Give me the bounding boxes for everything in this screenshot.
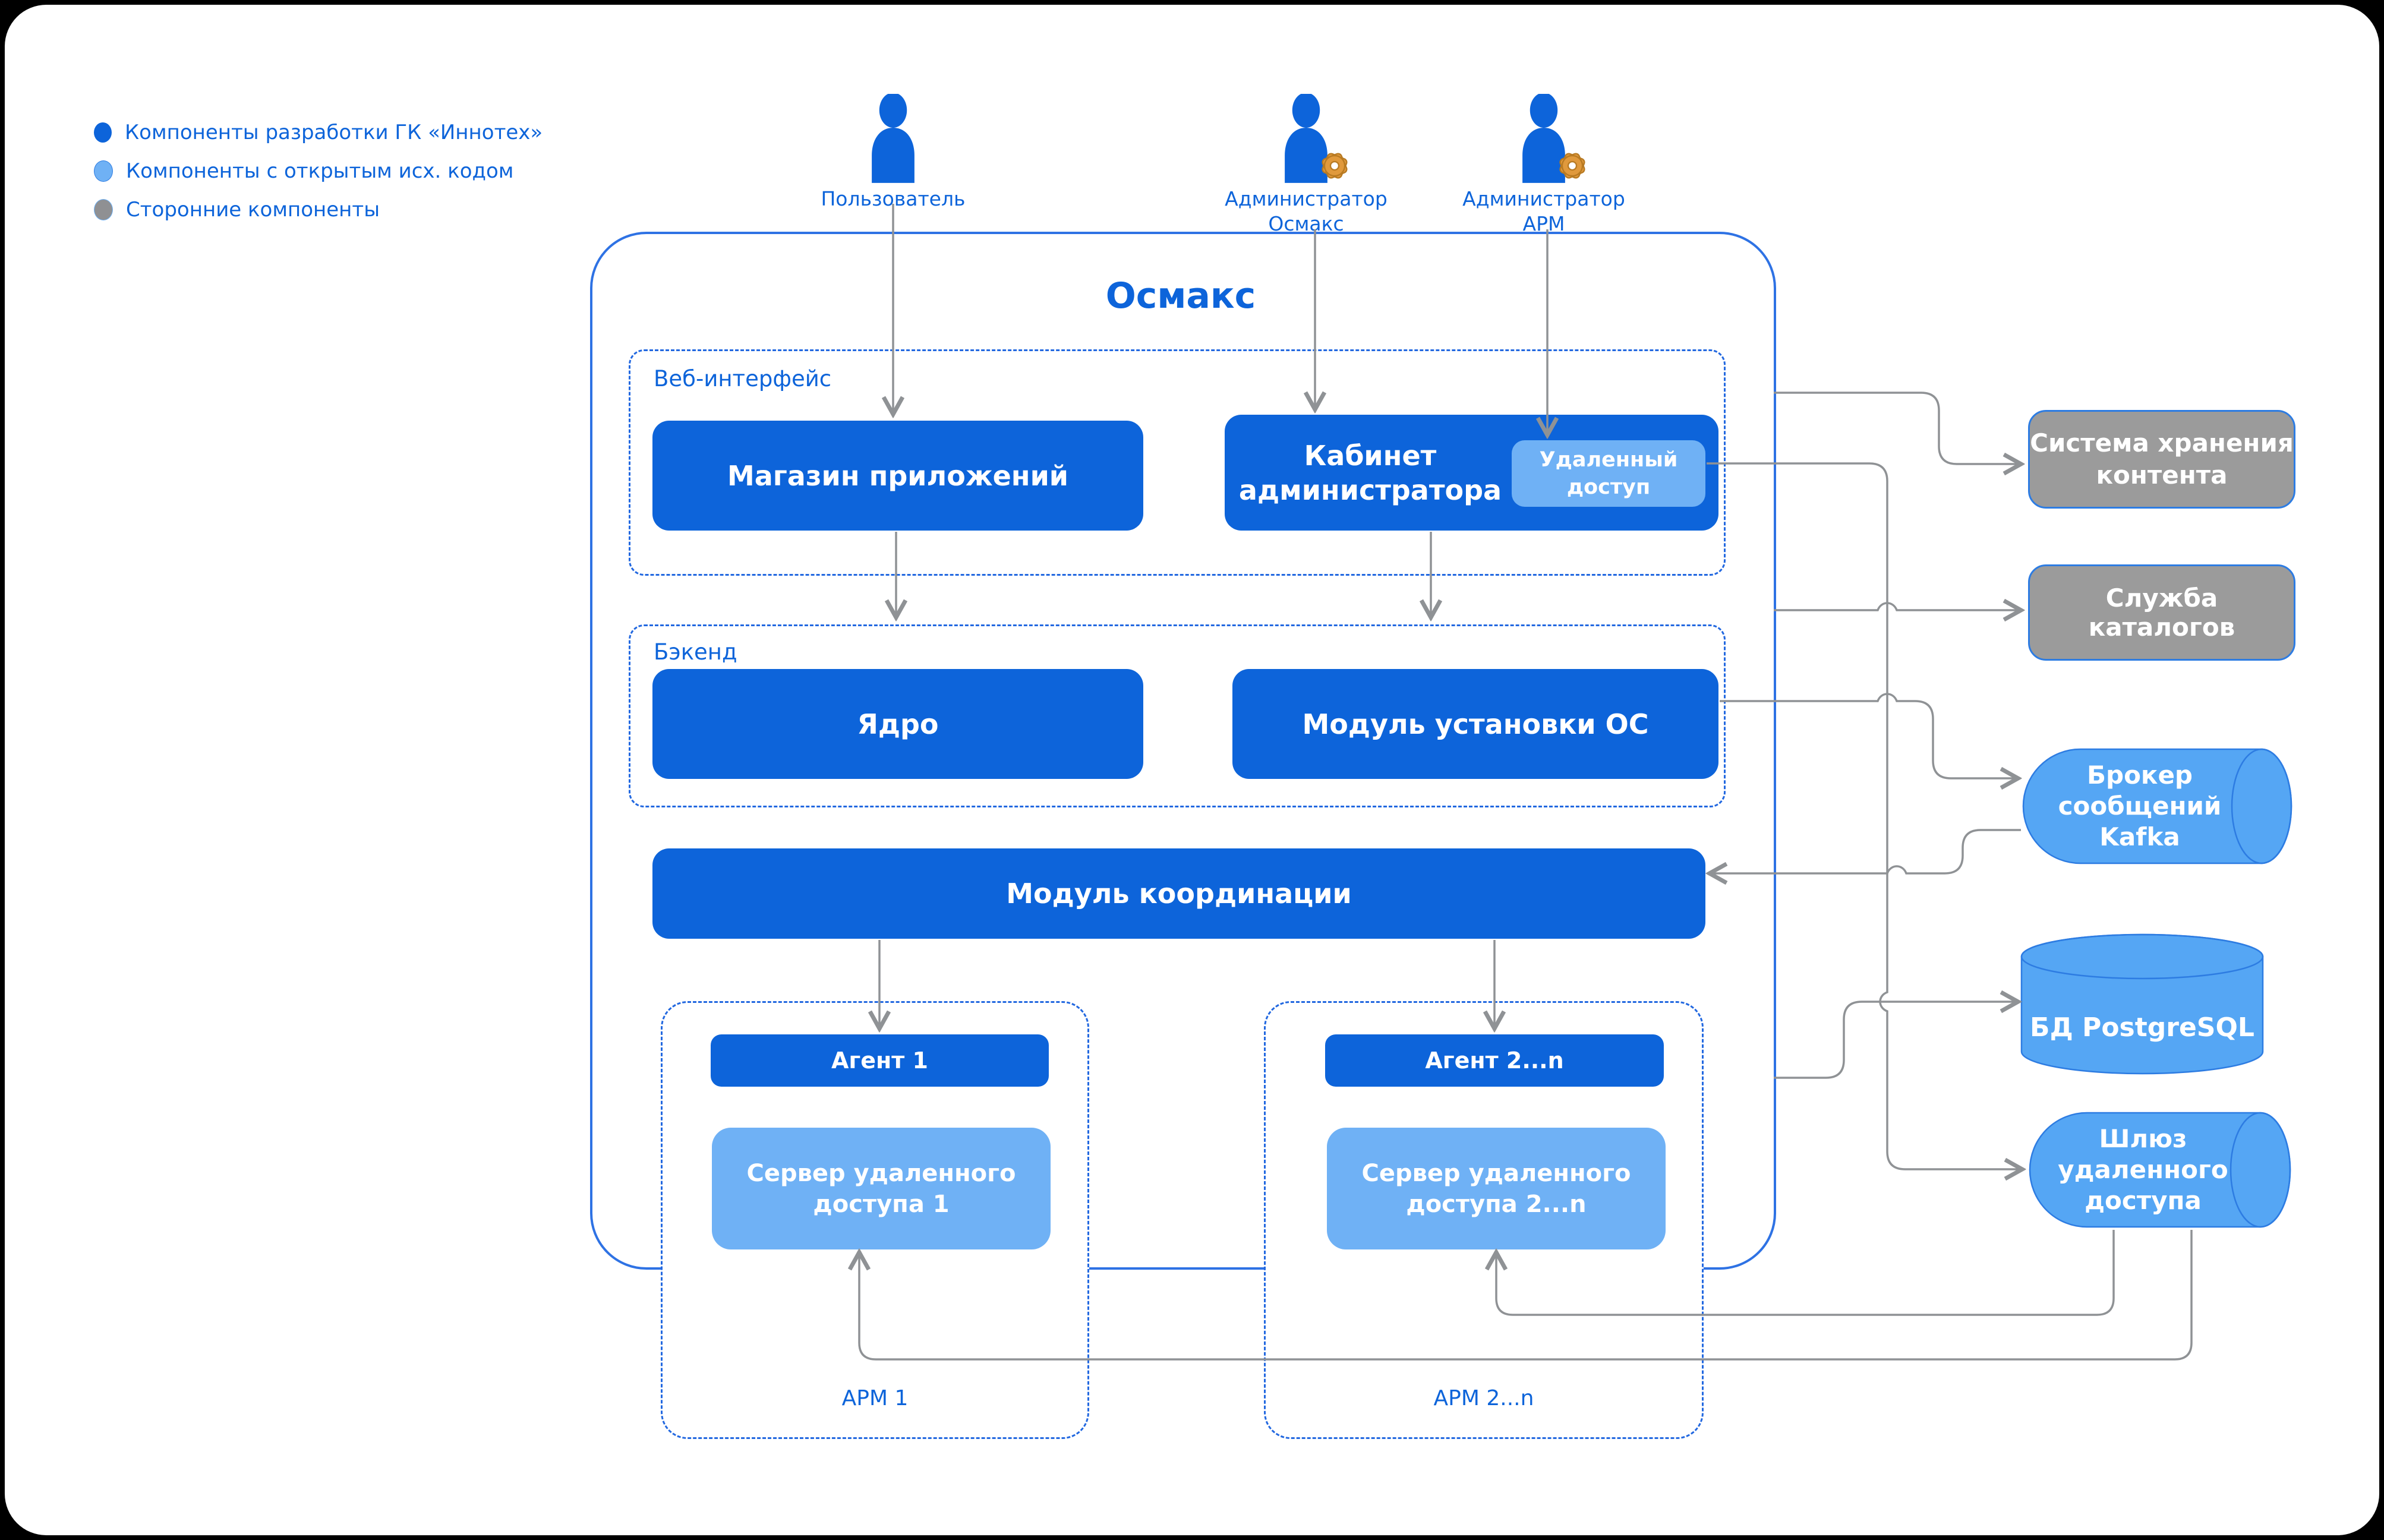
legend-item-open-source: Компоненты с открытым исх. кодом (94, 158, 513, 184)
admin-cabinet-label: Кабинет администратора (1225, 415, 1516, 531)
web-interface-zone-label: Веб-интерфейс (654, 366, 832, 392)
postgres-cylinder: БД PostgreSQL (2020, 932, 2265, 1075)
actor-admin-osmaks-label: Администратор Осмакс (1217, 187, 1395, 236)
label-line: Администратор (1225, 187, 1387, 210)
label-line: удаленного (2058, 1155, 2228, 1184)
agent1-label: Агент 1 (831, 1047, 928, 1074)
actor-admin-arm-label: Администратор АРМ (1455, 187, 1633, 236)
arm1-label: АРМ 1 (841, 1386, 909, 1410)
label-line: контента (2096, 460, 2228, 490)
label-line: доступа 1 (813, 1190, 950, 1218)
label-line: Удаленный (1539, 448, 1678, 472)
legend-label: Компоненты разработки ГК «Иннотех» (125, 121, 543, 144)
cylinder-shape (2029, 1112, 2291, 1228)
remote-server2-box: Сервер удаленного доступа 2...n (1327, 1128, 1666, 1249)
app-store-label: Магазин приложений (727, 459, 1069, 492)
user-icon (872, 92, 915, 183)
actor-admin-osmaks: Администратор Осмакс (1217, 92, 1395, 236)
arrow-osmaks-to-catalog-service (1774, 603, 2019, 610)
legend-dot-third-party-icon (94, 199, 113, 220)
gear-icon (1559, 153, 1585, 179)
agent2-label: Агент 2...n (1425, 1047, 1564, 1074)
catalog-service-label: Служба каталогов (2088, 583, 2235, 642)
diagram-canvas: Компоненты разработки ГК «Иннотех» Компо… (5, 5, 2379, 1535)
coordination-box: Модуль координации (652, 848, 1705, 939)
remote-server1-box: Сервер удаленного доступа 1 (712, 1128, 1051, 1249)
arrow-osmaks-to-content-storage (1774, 392, 2019, 464)
admin-icon (1522, 92, 1565, 183)
agent2-box: Агент 2...n (1325, 1034, 1664, 1087)
label-line: Администратор (1462, 187, 1625, 210)
cylinder-shape (2022, 748, 2292, 864)
postgres-label: БД PostgreSQL (2020, 932, 2265, 1099)
kafka-cylinder: Брокер сообщений Kafka (2021, 747, 2294, 865)
label-line: Сервер удаленного (1361, 1159, 1631, 1187)
content-storage-box: Система хранения контента (2028, 410, 2295, 509)
admin-icon (1285, 92, 1327, 183)
legend-label: Сторонние компоненты (126, 198, 380, 222)
os-install-label: Модуль установки ОС (1302, 708, 1649, 740)
label-line: доступа 2...n (1406, 1190, 1587, 1218)
legend-dot-innotech-icon (94, 122, 112, 143)
arm2-label: АРМ 2...n (1433, 1386, 1534, 1410)
actor-user-label: Пользователь (821, 187, 966, 210)
core-label: Ядро (857, 708, 939, 740)
label-line: Сервер удаленного (746, 1159, 1016, 1187)
catalog-service-box: Служба каталогов (2028, 564, 2295, 661)
label-line: доступа (2085, 1186, 2202, 1215)
backend-zone-label: Бэкенд (654, 639, 737, 665)
os-install-box: Модуль установки ОС (1232, 669, 1718, 779)
label-line: БД PostgreSQL (2030, 1012, 2254, 1043)
arrow-osmaks-to-postgres (1774, 1002, 2016, 1079)
label-line: Kafka (2099, 822, 2180, 851)
label-line: Брокер (2087, 760, 2193, 790)
legend-item-third-party: Сторонние компоненты (94, 197, 380, 223)
core-box: Ядро (652, 669, 1143, 779)
gear-icon (1322, 153, 1348, 179)
gateway-label: Шлюз удаленного доступа (2029, 1111, 2257, 1229)
coordination-label: Модуль координации (1006, 878, 1352, 910)
label-line: сообщений (2058, 791, 2222, 821)
kafka-label: Брокер сообщений Kafka (2021, 747, 2259, 865)
label-line: Система хранения (2030, 428, 2294, 457)
cylinder-shape (2020, 933, 2264, 1075)
app-store-box: Магазин приложений (652, 421, 1143, 531)
agent1-box: Агент 1 (711, 1034, 1049, 1087)
label-line: АРМ (1522, 212, 1565, 235)
legend-item-innotech: Компоненты разработки ГК «Иннотех» (94, 119, 543, 146)
label-line: Кабинет (1304, 439, 1437, 472)
remote-access-box: Удаленный доступ (1512, 440, 1705, 507)
label-line: администратора (1238, 474, 1502, 506)
legend-label: Компоненты с открытым исх. кодом (126, 159, 514, 183)
label-line: Шлюз (2099, 1124, 2187, 1153)
gateway-cylinder: Шлюз удаленного доступа (2029, 1111, 2293, 1229)
actor-admin-arm: Администратор АРМ (1455, 92, 1633, 236)
actor-user: Пользователь (804, 92, 982, 212)
osmaks-title: Осмакс (1105, 275, 1256, 317)
legend-dot-open-source-icon (94, 160, 113, 182)
label-line: Осмакс (1268, 212, 1344, 235)
label-line: доступ (1566, 475, 1651, 499)
